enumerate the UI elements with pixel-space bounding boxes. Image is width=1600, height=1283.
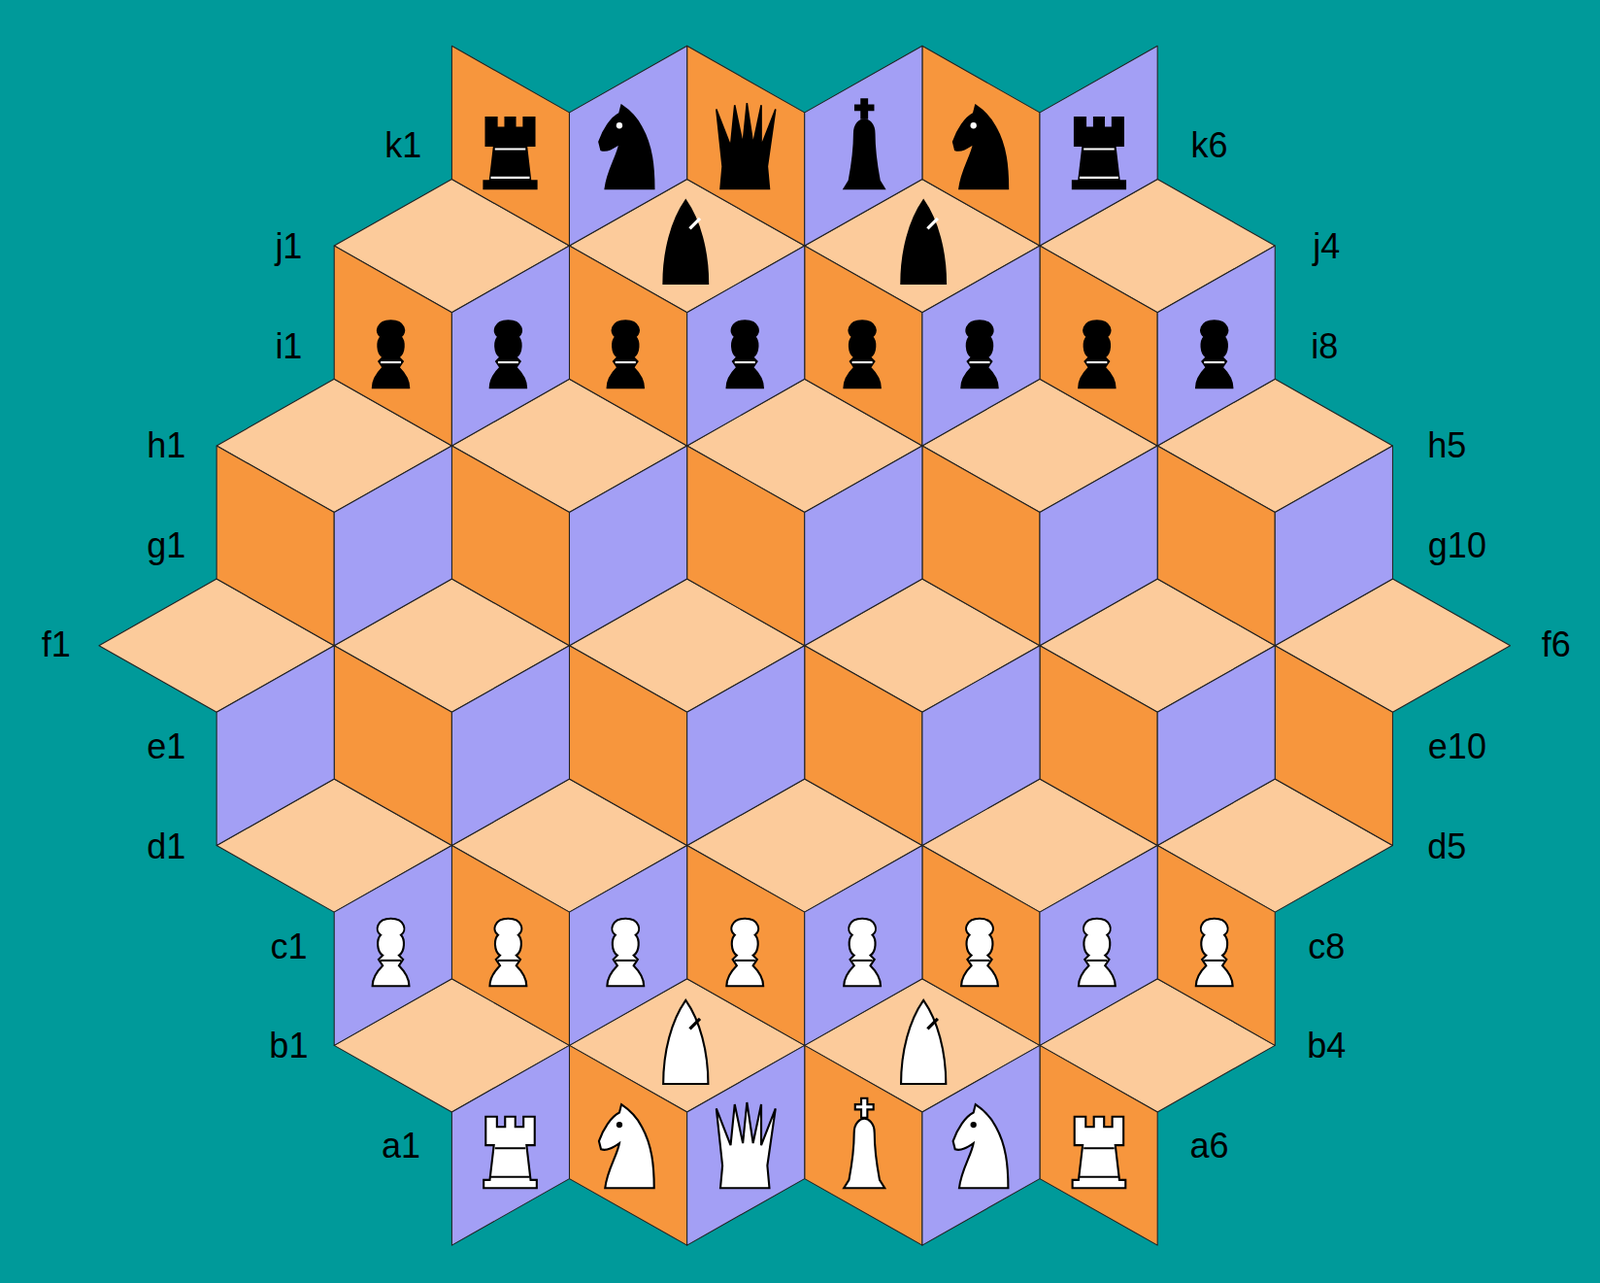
cell-label: h1 [146, 428, 186, 464]
lavender-cell [1274, 445, 1393, 646]
lavender-cell [568, 45, 687, 246]
orange-cell [216, 445, 334, 646]
black-knight [953, 104, 1009, 189]
white-rook [1072, 1116, 1127, 1189]
lavender-cell [451, 1044, 569, 1245]
orange-cell [451, 445, 569, 646]
orange-cell [1157, 845, 1275, 1046]
orange-cell [333, 645, 452, 846]
lavender-cell [1157, 645, 1275, 846]
lavender-cell [804, 845, 923, 1046]
black-king [843, 99, 885, 189]
orange-cell [568, 645, 687, 846]
orange-cell [1274, 645, 1393, 846]
cell-label: d1 [146, 829, 186, 865]
white-bishop [663, 1000, 708, 1084]
white-pawn [489, 918, 527, 986]
orange-cell [922, 45, 1040, 246]
cell-label: a1 [381, 1128, 421, 1164]
black-pawn [726, 320, 764, 388]
cell-label: a6 [1189, 1128, 1229, 1164]
white-queen [716, 1101, 776, 1188]
black-rook [483, 117, 537, 190]
lavender-cell [568, 445, 687, 646]
white-pawn [1078, 918, 1116, 986]
lavender-cell [451, 645, 569, 846]
black-pawn [1196, 320, 1234, 388]
lavender-cell [333, 845, 452, 1046]
cell-label: b4 [1306, 1028, 1346, 1064]
cell-label: g1 [146, 528, 186, 564]
black-knight [599, 104, 655, 189]
cell-label: f1 [41, 627, 71, 663]
cell-label: b1 [268, 1028, 308, 1064]
orange-cell [687, 445, 805, 646]
black-queen [716, 102, 776, 189]
orange-cell [687, 45, 805, 246]
white-knight [599, 1103, 655, 1188]
orange-cell [687, 845, 805, 1046]
cell-label: f6 [1541, 627, 1571, 663]
black-pawn [372, 320, 410, 388]
orange-cell [1039, 645, 1158, 846]
black-pawn [961, 320, 999, 388]
cell-label: i8 [1310, 329, 1338, 365]
orange-cell [1039, 1044, 1158, 1245]
lavender-cell [804, 45, 923, 246]
black-bishop [900, 200, 946, 284]
cell-label: e10 [1428, 729, 1487, 765]
white-pawn [843, 918, 881, 986]
white-pawn [1196, 918, 1234, 986]
lavender-cell [804, 445, 923, 646]
cell-label: c1 [269, 929, 307, 965]
cell-label: h5 [1427, 428, 1467, 464]
cell-label: k6 [1190, 128, 1228, 164]
chess-pieces [372, 99, 1234, 1188]
black-pawn [843, 320, 881, 388]
lavender-cell [1039, 45, 1158, 246]
white-bishop [900, 1000, 946, 1084]
white-pawn [961, 918, 999, 986]
black-pawn [489, 320, 527, 388]
cell-label: c8 [1307, 929, 1345, 965]
white-rook [483, 1116, 537, 1189]
white-king [843, 1098, 885, 1188]
lavender-cell [568, 845, 687, 1046]
white-knight [953, 1103, 1009, 1188]
orange-cell [1039, 245, 1158, 446]
white-pawn [726, 918, 764, 986]
cell-label: k1 [384, 128, 422, 164]
cell-label: e1 [146, 729, 186, 765]
black-pawn [1078, 320, 1116, 388]
cell-label: i1 [274, 329, 302, 365]
lavender-cell [333, 445, 452, 646]
orange-cell [451, 845, 569, 1046]
orange-cell [922, 445, 1040, 646]
board-cells [99, 45, 1511, 1245]
orange-cell [333, 245, 452, 446]
cell-label: j1 [274, 229, 302, 265]
black-bishop [663, 200, 708, 284]
lavender-cell [451, 245, 569, 446]
cell-label: d5 [1427, 829, 1467, 865]
lavender-cell [1039, 845, 1158, 1046]
cell-label: j4 [1312, 229, 1340, 265]
orange-cell [804, 645, 923, 846]
orange-cell [451, 45, 569, 246]
black-rook [1072, 117, 1127, 190]
white-pawn [606, 918, 644, 986]
lavender-cell [216, 645, 334, 846]
lavender-cell [687, 645, 805, 846]
lavender-cell [1157, 245, 1275, 446]
lavender-cell [922, 645, 1040, 846]
white-pawn [372, 918, 410, 986]
orange-cell [1157, 445, 1275, 646]
orange-cell [922, 845, 1040, 1046]
black-pawn [606, 320, 644, 388]
lavender-cell [1039, 445, 1158, 646]
cell-label: g10 [1428, 528, 1487, 564]
